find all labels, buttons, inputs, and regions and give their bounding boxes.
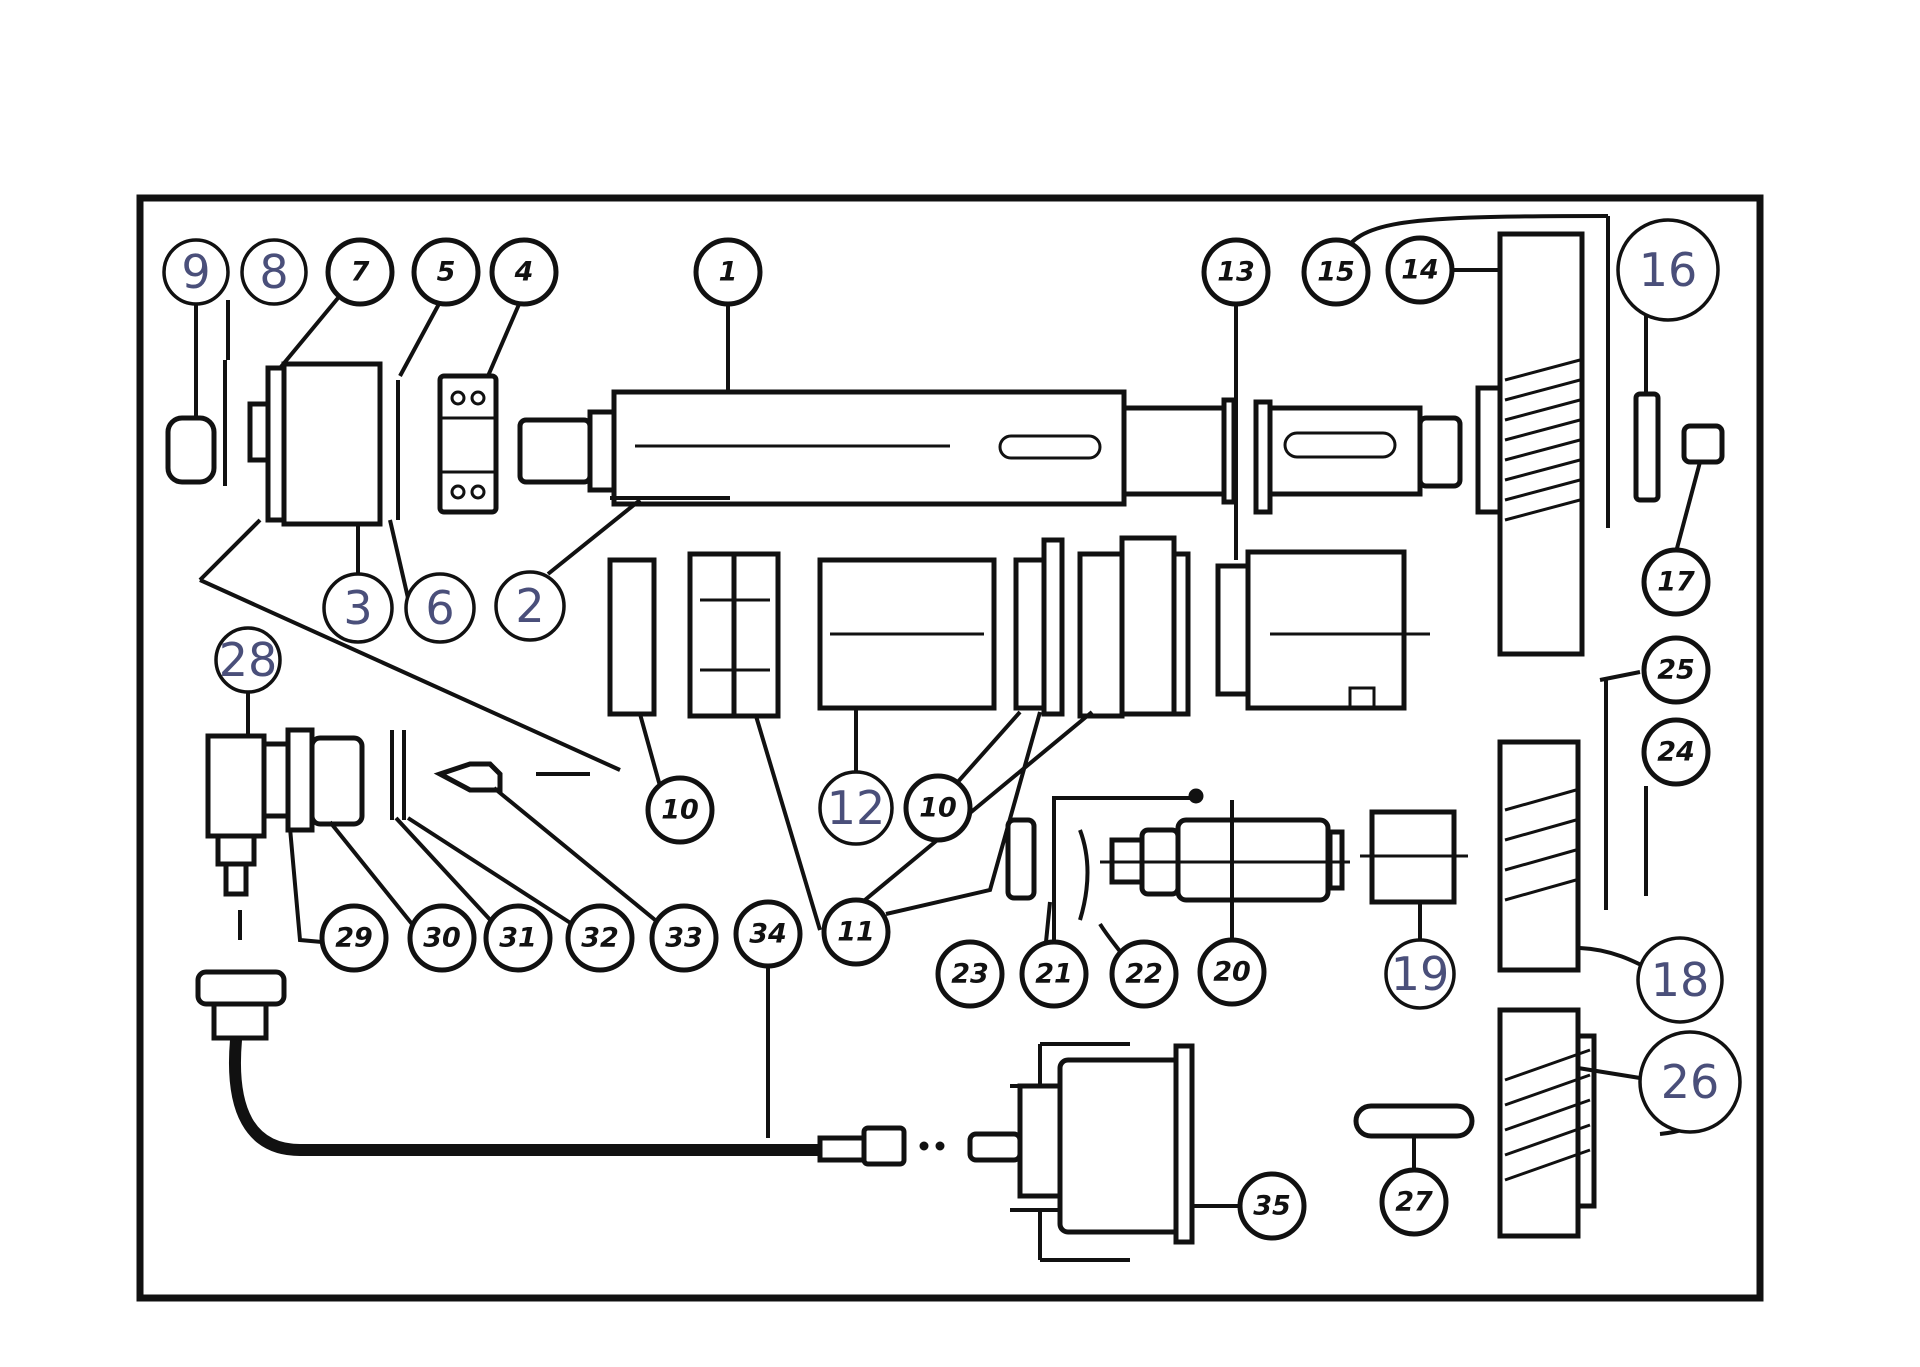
callout-31-label: 31 [499,923,537,954]
callout-12: 12 [818,770,894,846]
callout-20: 20 [1197,937,1267,1007]
callout-24-label: 24 [1657,737,1695,768]
callout-18: 18 [1636,936,1724,1024]
callout-33-label: 33 [665,923,703,954]
callout-34: 34 [733,899,803,969]
callout-30: 30 [407,903,477,973]
callout-16: 16 [1616,218,1720,322]
callout-11-label: 11 [837,917,875,948]
callout-34-label: 34 [749,919,787,950]
callout-6-label: 6 [425,581,454,635]
callout-29-label: 29 [335,923,373,954]
callout-28-label: 28 [219,633,278,687]
callout-10a: 10 [645,775,715,845]
sensor-assembly [205,727,590,940]
callout-19: 19 [1384,938,1456,1010]
callout-22: 22 [1109,939,1179,1009]
gear-18 [1497,680,1648,973]
callout-9: 9 [162,238,230,306]
callout-30-label: 30 [423,923,461,954]
callout-11: 11 [821,897,891,967]
callout-15: 15 [1301,237,1371,307]
callout-25-label: 25 [1657,655,1695,686]
callout-18-label: 18 [1651,953,1710,1007]
gear-26 [1353,1007,1597,1239]
callout-12-label: 12 [827,781,886,835]
bearing-set [607,535,1191,719]
speedometer-gauge [967,1042,1195,1262]
callout-4-label: 4 [514,257,534,288]
callout-9-label: 9 [181,245,210,299]
callout-14-label: 14 [1401,255,1439,286]
callout-4: 4 [489,237,559,307]
callout-27: 27 [1379,1167,1449,1237]
callout-19-label: 19 [1391,947,1450,1001]
callout-6: 6 [404,572,476,644]
callout-15-label: 15 [1317,257,1355,288]
callout-31: 31 [483,903,553,973]
callout-17: 17 [1641,547,1711,617]
sleeve-13 [1215,549,1430,711]
callout-20-label: 20 [1213,957,1251,988]
callout-35-label: 35 [1253,1191,1291,1222]
callout-7: 7 [325,237,395,307]
callout-29: 29 [319,903,389,973]
callout-3-label: 3 [343,581,372,635]
callout-23-label: 23 [951,959,989,990]
callout-27-label: 27 [1395,1187,1433,1218]
callout-32: 32 [565,903,635,973]
callout-25: 25 [1641,635,1711,705]
callout-17-label: 17 [1657,567,1695,598]
callout-8-label: 8 [259,245,288,299]
callout-24: 24 [1641,717,1711,787]
left-end-assembly [165,360,499,527]
callout-32-label: 32 [581,923,619,954]
callout-5: 5 [411,237,481,307]
callout-10b-label: 10 [919,793,957,824]
callout-23: 23 [935,939,1005,1009]
callout-1-label: 1 [719,257,738,288]
callout-2-label: 2 [515,579,544,633]
callout-21: 21 [1019,939,1089,1009]
shaft-assembly-20 [1005,800,1468,930]
callout-13: 13 [1201,237,1271,307]
diagram-frame [136,194,1764,1302]
callout-7-label: 7 [351,257,370,288]
callout-3: 3 [322,572,394,644]
speedometer-cable [195,969,945,1167]
callout-35: 35 [1237,1171,1307,1241]
callout-33: 33 [649,903,719,973]
callout-10a-label: 10 [661,795,699,826]
callout-2: 2 [494,570,566,642]
callout-16-label: 16 [1639,243,1698,297]
callout-10b: 10 [903,773,973,843]
leader-lines [194,214,1724,1208]
callout-1: 1 [693,237,763,307]
callout-21-label: 21 [1035,959,1073,990]
callout-22-label: 22 [1125,959,1163,990]
main-shaft [517,389,1463,515]
callout-8: 8 [240,238,308,306]
callout-14: 14 [1385,235,1455,305]
callout-5-label: 5 [437,257,456,288]
callout-13-label: 13 [1217,257,1255,288]
callout-28: 28 [214,626,282,694]
callout-26-label: 26 [1661,1055,1720,1109]
callout-26: 26 [1638,1030,1742,1134]
